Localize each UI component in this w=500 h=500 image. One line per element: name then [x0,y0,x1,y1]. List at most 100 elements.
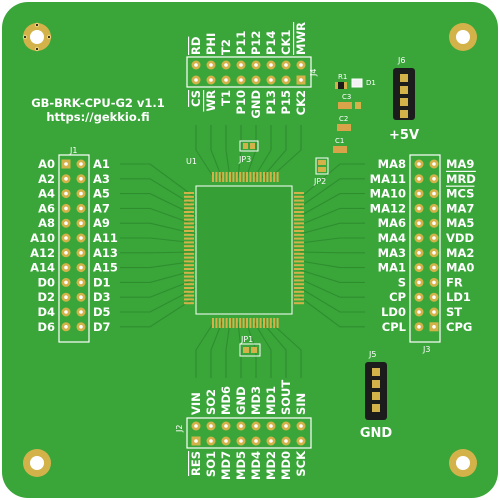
j4-ref: J4 [309,69,318,77]
j3-pin [429,203,439,213]
j2-label: MD2 [264,451,278,480]
j1-label: D6 [37,320,55,334]
j2-label: MD1 [264,386,278,415]
j4-label: P11 [234,31,248,55]
jp2-ref: JP2 [313,177,326,186]
j4-label: T1 [219,90,233,106]
j4-label: P14 [264,31,278,55]
j2-label: SO2 [204,389,218,415]
j3-label: MA11 [370,172,406,186]
j1-label: A8 [38,216,55,230]
j3-pin [414,248,424,258]
j4-pin [251,75,261,85]
j1-label: A6 [38,201,55,215]
copper-traces [120,125,365,378]
j3-pin [414,263,424,273]
j2-pin [221,436,231,446]
j3-pin [414,203,424,213]
j1-label: A14 [30,261,55,275]
j3-pin [414,174,424,184]
j3-pin [414,277,424,287]
j1-pin [61,203,71,213]
j1-pin [76,218,86,228]
j4-pin [281,75,291,85]
j4-pin [281,60,291,70]
j3-pin [414,307,424,317]
j1-label: A1 [93,157,110,171]
j2-pin [296,436,306,446]
j3-pin [429,277,439,287]
jumper-jp2 [315,157,329,175]
j3-pin [429,263,439,273]
chip-ref-label: U1 [186,157,197,166]
j1-label: A3 [93,172,110,186]
capacitor-c1 [333,146,347,153]
j3-pin [414,292,424,302]
j3-pin [414,233,424,243]
mounting-hole-top-right [449,23,477,51]
j1-pin [61,174,71,184]
header-j6 [393,68,415,120]
d1-ref: D1 [366,79,376,87]
j1-pin [76,248,86,258]
j3-label: MA6 [378,216,406,230]
j1-pin [61,307,71,317]
j4-label: CK1 [279,30,293,55]
j1-label: A13 [93,246,118,260]
j2-label: MD5 [234,451,248,480]
j3-label: MCS [446,187,474,201]
j1-ref: J1 [69,146,77,155]
j2-label: SOUT [279,380,293,415]
j2-label: SCK [294,450,308,477]
j3-label: MA4 [378,231,406,245]
j3-label: MA12 [370,201,406,215]
j3-pin [429,322,439,332]
j3-label: S [398,275,406,289]
j1-pin [76,233,86,243]
c2-ref: C2 [339,115,348,123]
j1-label: D1 [93,275,111,289]
jp1-ref: JP1 [240,335,253,344]
j4-label: MWR [294,22,308,55]
j3-label: FR [446,275,463,289]
j2-pin [236,421,246,431]
j3-pin [429,307,439,317]
j2-pin [191,421,201,431]
j1-pin [76,277,86,287]
j4-label: T2 [219,39,233,55]
j4-pin [191,75,201,85]
j1-pin [61,322,71,332]
j4-pin [206,75,216,85]
j3-label: VDD [446,231,474,245]
j1-pin [76,189,86,199]
j4-pin [266,75,276,85]
j3-label: CPG [446,320,472,334]
j1-pin [76,292,86,302]
resistor-r1 [335,82,347,89]
j4-pin [191,60,201,70]
j2-pin [281,436,291,446]
j4-label: RD [189,37,203,55]
j1-pin [76,174,86,184]
j1-pin [61,263,71,273]
j3-label: MA8 [378,157,406,171]
j3-pin [429,292,439,302]
j1-pin [76,159,86,169]
j2-pin [296,421,306,431]
plus-5v-label: +5V [389,128,419,143]
jumper-jp3 [239,140,259,152]
j3-label: LD0 [381,305,406,319]
j3-label: MA5 [446,216,474,230]
board-url: https://gekkio.fi [46,110,149,124]
chip-pins [184,172,304,328]
header-j4 [186,56,312,88]
mounting-hole-bottom-left [23,449,51,477]
j4-pin [251,60,261,70]
j1-label: A11 [93,231,118,245]
j4-label: P10 [234,90,248,114]
j2-label: MD4 [249,451,263,480]
mounting-hole-bottom-right [449,449,477,477]
j1-pin [61,248,71,258]
header-j5 [365,362,387,420]
